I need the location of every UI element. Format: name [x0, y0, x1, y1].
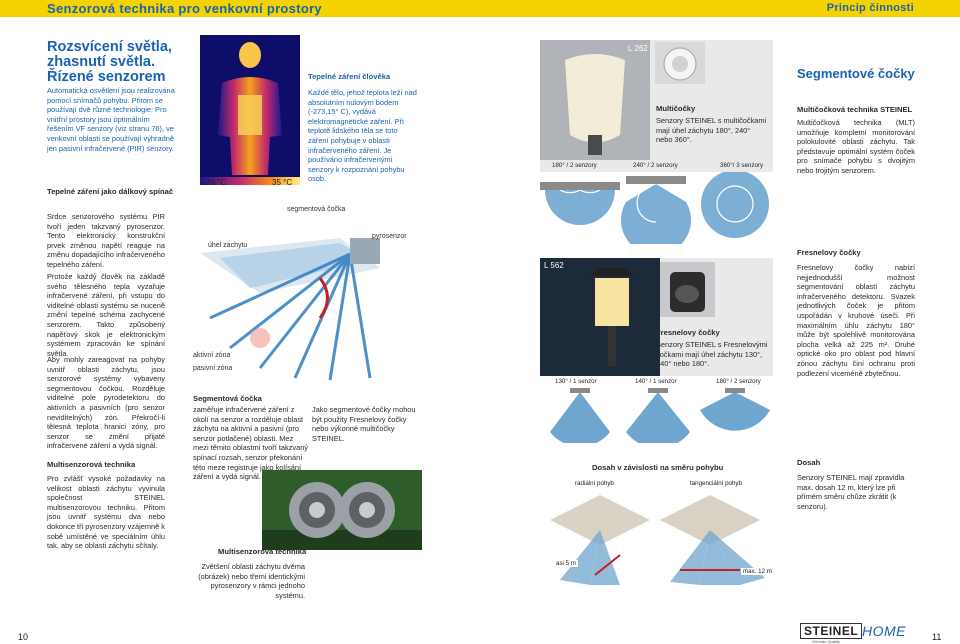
multilens-fans-diagram [540, 172, 769, 244]
steinel-logo: STEINEL [800, 623, 863, 639]
label-about-5m: asi 5 m [554, 560, 578, 567]
col1-paragraph-4: Pro zvlášť vysoké požadavky na velikost … [47, 474, 165, 551]
col4-text-multilens: Multičočková technika (MLT) umožňuje kom… [797, 118, 915, 175]
fresnel-sensor-photo [660, 262, 715, 317]
segment-lens-diagram [200, 198, 420, 383]
label-passive-zone: pasivní zóna [193, 365, 233, 372]
fan-label-130-1: 130° / 1 senzor [555, 378, 597, 385]
col1-intro: Automatická osvětlení jsou realizována p… [47, 86, 175, 153]
home-logo: HOME [862, 623, 906, 639]
label-radial: radiální pohyb [575, 480, 614, 487]
fresnel-text: Senzory STEINEL s Fresnelovými čočkami m… [656, 340, 768, 369]
col1-paragraph-1: Srdce senzorového systému PIR tvoří jede… [47, 212, 165, 269]
col1-heading: Rozsvícení světla, zhasnutí světla. Říze… [47, 39, 172, 85]
fan-label-240-2: 240° / 2 senzory [633, 162, 678, 169]
label-detection-angle: úhel záchytu [208, 242, 248, 249]
col4-text-fresnel: Fresnelovy čočky nabízí nejjednodušší mo… [797, 263, 915, 378]
segment-lens-text: zaměřuje infračervené záření z okolí na … [193, 405, 309, 482]
multisensor-title: Multisenzorová technika [218, 547, 307, 556]
header-title: Senzorová technika pro venkovní prostory [47, 1, 322, 16]
col1-subheading-heat: Tepelné záření jako dálkový spínač [47, 187, 174, 196]
label-tangential: tangenciální pohyb [690, 480, 742, 487]
multisensor-photo [262, 470, 422, 550]
lamp-l562-photo [540, 258, 660, 376]
label-max-12m: max. 12 m [741, 568, 774, 575]
col4-subheading-fresnel: Fresnelovy čočky [797, 248, 861, 257]
label-pyrosensor: pyrosenzor [372, 233, 407, 240]
fan-label-360-3: 360°/ 3 senzory [720, 162, 764, 169]
multilens-title: Multičočky [656, 104, 696, 113]
col1-paragraph-2: Protože každý člověk na základě svého tě… [47, 272, 165, 358]
l262-label: L 262 [628, 44, 648, 53]
fan-label-140-1: 140° / 1 senzor [635, 378, 677, 385]
l562-label: L 562 [544, 261, 564, 270]
header-right-label: Princip činnosti [826, 2, 914, 14]
segment-lens-text-2: Jako segmentové čočky mohou být použity … [312, 405, 416, 443]
fan-label-180-2: 180° / 2 senzory [552, 162, 597, 169]
col1-paragraph-3: Aby mohly zareagovat na pohyby uvnitř ob… [47, 355, 165, 451]
heat-radiation-text: Každé tělo, jehož teplota leží nad absol… [308, 88, 417, 184]
multilens-sensor-photo [655, 42, 705, 84]
col1-subheading-multi: Multisenzorová technika [47, 460, 136, 469]
multisensor-text: Zvětšení oblasti záchytu dvěma (obrázek)… [198, 562, 305, 600]
segment-lens-title: Segmentová čočka [193, 394, 262, 403]
steinel-brand-sub: German Quality [812, 639, 841, 644]
label-active-zone: aktivní zóna [193, 352, 231, 359]
page-number-right: 11 [932, 632, 942, 642]
temp-high-label: 35 °C [272, 178, 293, 187]
fresnel-title: Fresnelovy čočky [656, 328, 720, 337]
fan-label-180-2b: 180° / 2 senzory [716, 378, 761, 385]
lamp-l262-photo [540, 40, 650, 160]
range-title: Dosah v závislosti na směru pohybu [592, 463, 724, 472]
fresnel-fans-diagram [550, 388, 770, 443]
thermal-image [200, 35, 300, 185]
heat-radiation-title: Tepelné záření člověka [308, 72, 391, 81]
range-diagram [540, 490, 773, 585]
col4-subheading-range: Dosah [797, 458, 821, 467]
header-bar: Senzorová technika pro venkovní prostory… [0, 0, 960, 17]
temp-low-label: 23 °C [206, 178, 227, 187]
multilens-text: Senzory STEINEL s multičočkami mají úhel… [656, 116, 767, 145]
page-number-left: 10 [18, 632, 29, 642]
steinel-logo-text: STEINEL [804, 624, 859, 638]
col4-text-range: Senzory STEINEL mají zpravidla max. dosa… [797, 473, 905, 511]
col4-heading: Segmentové čočky [797, 66, 915, 81]
label-segment-lens: segmentová čočka [287, 206, 346, 213]
col4-subheading-multilens: Multičočková technika STEINEL [797, 105, 913, 114]
